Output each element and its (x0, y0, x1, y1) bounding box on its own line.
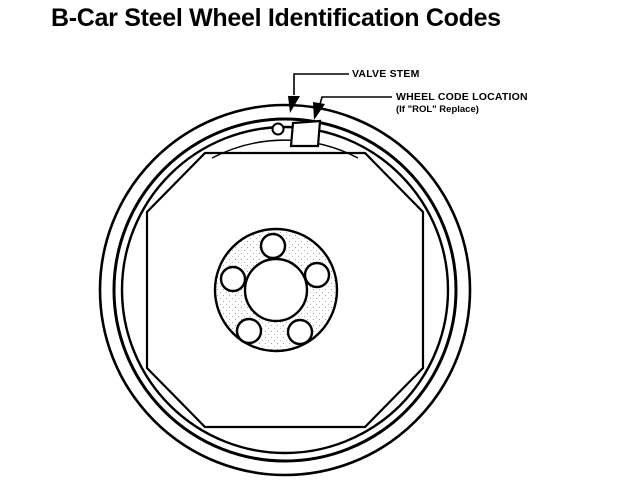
valve-stem-label: VALVE STEM (352, 68, 420, 80)
lug-hole (219, 265, 247, 293)
valve-stem-leader-line (293, 73, 349, 95)
wheel-code-location-label: WHEEL CODE LOCATION (396, 91, 528, 103)
valve-stem-leader-arrow (288, 96, 300, 113)
lug-hole (235, 317, 263, 345)
tire-outer-ring (98, 103, 472, 477)
lug-hole (303, 261, 331, 289)
valve-stem (271, 122, 285, 136)
wheel-code-leader-arrow (313, 102, 325, 120)
lug-hole (259, 232, 287, 260)
wheel-disc-face (145, 151, 425, 429)
rim-flange-ring (120, 125, 450, 455)
lug-hole (286, 318, 314, 346)
rim-outer-ring (112, 117, 458, 463)
wheel-code-note-label: (If "ROL" Replace) (396, 104, 479, 115)
diagram-title: B-Car Steel Wheel Identification Codes (51, 4, 501, 32)
wheel-disc-inner-ring (211, 139, 359, 159)
center-bore (243, 257, 309, 323)
wheel-code-leader-line (319, 96, 392, 105)
wheel-code-location-box (289, 119, 322, 148)
